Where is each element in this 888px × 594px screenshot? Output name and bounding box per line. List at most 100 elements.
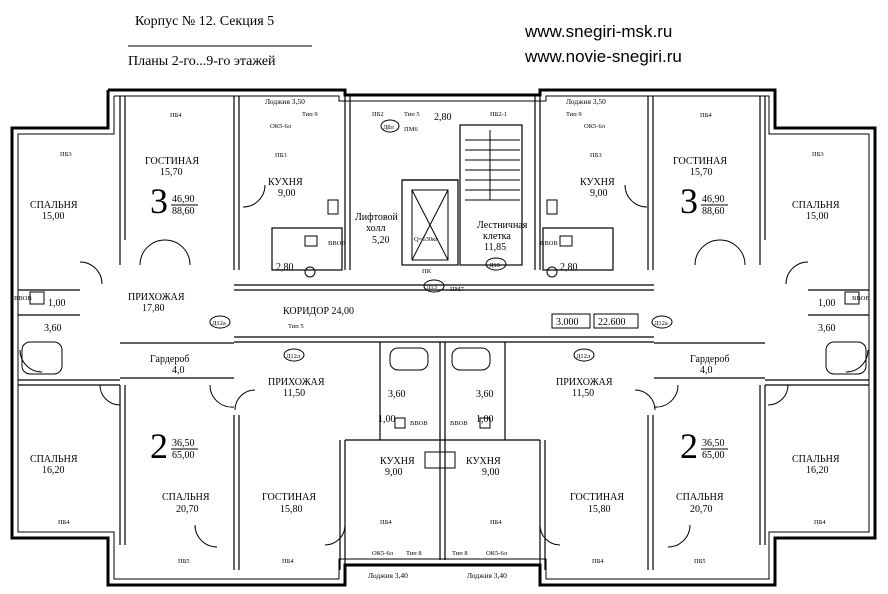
svg-text:15,00: 15,00 [806,211,829,222]
door-tag-d12a-r: Д12а [654,320,668,327]
apt-marker-3-left: 3 46,90 88,60 [150,181,198,221]
svg-text:ОК5-6л: ОК5-6л [372,550,394,557]
svg-text:СПАЛЬНЯ: СПАЛЬНЯ [30,454,78,465]
door-tag-d8: Д8л [383,124,395,131]
elevation-box-2 [593,313,639,329]
svg-text:ПБ3: ПБ3 [275,152,287,159]
svg-text:3: 3 [680,181,698,221]
svg-text:4,0: 4,0 [172,365,185,376]
svg-text:ПБ2-1: ПБ2-1 [490,111,507,118]
room-kitchen-tl: КУХНЯ 9,00 [268,177,303,199]
svg-text:20,70: 20,70 [690,504,713,515]
svg-text:9,00: 9,00 [278,188,296,199]
room-hall-bl: ПРИХОЖАЯ 11,50 [268,377,325,399]
plan-title: Корпус № 12. Секция 5 [135,14,274,29]
svg-text:ПБ3: ПБ3 [812,151,824,158]
svg-text:ПРИХОЖАЯ: ПРИХОЖАЯ [128,292,185,303]
svg-text:СПАЛЬНЯ: СПАЛЬНЯ [30,200,78,211]
area-bath-cl: 3,60 [388,389,406,400]
svg-text:ГОСТИНАЯ: ГОСТИНАЯ [570,492,624,503]
svg-text:11,50: 11,50 [283,388,305,399]
apt-marker-3-right: 3 46,90 88,60 [680,181,728,221]
door-tag-d12-r: Д12л [576,353,591,360]
svg-text:65,00: 65,00 [702,450,725,461]
svg-text:ГОСТИНАЯ: ГОСТИНАЯ [145,156,199,167]
door-tag-d10: Д10 [489,262,500,269]
svg-text:5,20: 5,20 [372,235,390,246]
svg-text:ПБ4: ПБ4 [282,558,294,565]
room-bed-br2: СПАЛЬНЯ 20,70 [676,492,724,515]
elevator-shaft [411,189,449,261]
room-living-tr: ГОСТИНАЯ 15,70 [673,156,727,178]
svg-text:4,0: 4,0 [700,365,713,376]
svg-text:65,00: 65,00 [172,450,195,461]
svg-text:ПБ4: ПБ4 [380,519,392,526]
svg-text:ПБ4: ПБ4 [58,519,70,526]
svg-text:15,80: 15,80 [280,504,303,515]
svg-text:16,20: 16,20 [42,465,65,476]
svg-text:9,00: 9,00 [385,467,403,478]
svg-text:3: 3 [150,181,168,221]
svg-text:Тип 8: Тип 8 [406,550,422,557]
svg-text:36,50: 36,50 [702,438,725,449]
svg-text:ОК5-6л: ОК5-6л [486,550,508,557]
svg-text:15,70: 15,70 [160,167,183,178]
svg-text:ПМ7: ПМ7 [450,286,464,293]
svg-text:ПБ4: ПБ4 [592,558,604,565]
area-vestibule: 2,80 [434,112,452,123]
svg-text:СПАЛЬНЯ: СПАЛЬНЯ [792,454,840,465]
room-hall-br: ПРИХОЖАЯ 11,50 [556,377,613,399]
svg-text:ВВОВ: ВВОВ [14,295,32,302]
room-lift-hall: Лифтовой холл 5,20 [355,212,399,246]
door-swings [19,184,869,548]
svg-text:88,60: 88,60 [172,206,195,217]
svg-text:15,70: 15,70 [690,167,713,178]
area-bath-cr: 3,60 [476,389,494,400]
svg-text:ПРИХОЖАЯ: ПРИХОЖАЯ [268,377,325,388]
area-bath-r: 3,60 [818,323,836,334]
svg-text:Q=630кг: Q=630кг [414,236,438,243]
svg-text:15,00: 15,00 [42,211,65,222]
site-url-2[interactable]: www.novie-snegiri.ru [524,47,682,66]
room-living-tl: ГОСТИНАЯ 15,70 [145,156,199,178]
svg-text:11,50: 11,50 [572,388,594,399]
apt-marker-2-right: 2 36,50 65,00 [680,426,728,466]
svg-text:КУХНЯ: КУХНЯ [268,177,303,188]
room-hall-tl: ПРИХОЖАЯ 17,80 [128,292,185,314]
svg-text:Тип 5: Тип 5 [404,111,420,118]
svg-text:ПМ6: ПМ6 [404,126,418,133]
svg-text:СПАЛЬНЯ: СПАЛЬНЯ [792,200,840,211]
loggia-bottom-right: Лоджия 3,40 [467,571,507,580]
room-wardrobe-l: Гардероб 4,0 [150,354,189,376]
svg-text:11,85: 11,85 [484,242,506,253]
svg-text:9,00: 9,00 [590,188,608,199]
svg-text:ПБ4: ПБ4 [814,519,826,526]
site-url-1[interactable]: www.snegiri-msk.ru [524,22,672,41]
plan-subtitle: Планы 2-го...9-го этажей [128,54,276,69]
svg-text:КУХНЯ: КУХНЯ [380,456,415,467]
bath-fixtures [21,199,867,469]
room-stairwell: Лестничная клетка 11,85 [477,220,528,253]
door-tag-d12a-l: Д12а [212,320,226,327]
room-bed-bl2: СПАЛЬНЯ 20,70 [162,492,210,515]
loggia-top-left: Лоджия 3,50 [265,97,305,106]
svg-text:ПК: ПК [422,268,432,275]
room-corridor: КОРИДОР 24,00 [283,306,354,317]
svg-text:20,70: 20,70 [176,504,199,515]
element-codes: ПБ4 ПБ3 ПБ3 ОК5-6л Тип 9 ПБ2 Тип 5 ПМ6 П… [14,111,870,565]
area-bath-tr: 2,80 [560,262,578,273]
loggia-top-right: Лоджия 3,50 [566,97,606,106]
area-wc-r: 1,00 [818,298,836,309]
area-bath-tl: 2,80 [276,262,294,273]
svg-text:ПБ4: ПБ4 [700,112,712,119]
room-kitchen-bl: КУХНЯ 9,00 [380,456,415,478]
room-bed-bl: СПАЛЬНЯ 16,20 [30,454,78,476]
svg-text:ВВОВ: ВВОВ [328,240,346,247]
svg-text:9,00: 9,00 [482,467,500,478]
room-bed-br: СПАЛЬНЯ 16,20 [792,454,840,476]
elevation-1: 3.000 [556,317,579,328]
svg-text:ГОСТИНАЯ: ГОСТИНАЯ [673,156,727,167]
room-kitchen-tr: КУХНЯ 9,00 [580,177,615,199]
apt-marker-2-left: 2 36,50 65,00 [150,426,198,466]
